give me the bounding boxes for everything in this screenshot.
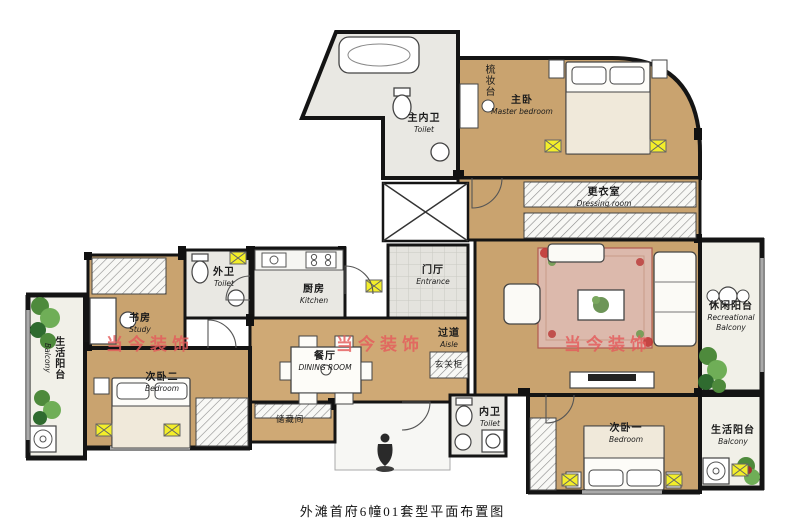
- balcony-items: [29, 286, 760, 485]
- sink-icon: [454, 433, 472, 451]
- outside-corridor-floor: [334, 401, 451, 471]
- stove-icon: [305, 251, 337, 269]
- label-study: 书房 Study: [129, 313, 151, 334]
- plant-icon: [33, 390, 61, 425]
- label-bedroom-one: 次卧一 Bedroom: [608, 423, 644, 444]
- label-bedroom-two: 次卧二 Bedroom: [144, 372, 180, 393]
- study-bookshelf: [91, 257, 167, 295]
- vanity-table: [459, 83, 479, 129]
- plant-icon: [30, 297, 60, 349]
- bench: [547, 243, 605, 263]
- balcony-chair: [706, 289, 720, 303]
- pillow: [571, 66, 607, 85]
- chair: [298, 392, 318, 405]
- room-floors: [26, 30, 764, 494]
- storage-shelf: [254, 403, 332, 419]
- ceiling-lamp-icon: [544, 139, 562, 153]
- chair: [334, 392, 354, 405]
- pillow: [588, 469, 624, 487]
- ceiling-lamp-icon: [649, 139, 667, 153]
- label-bottom-right-balcony: 生活阳台 Balcony: [711, 425, 755, 446]
- light-well: [381, 181, 470, 243]
- label-kitchen: 厨房 Kitchen: [299, 284, 329, 305]
- plant-icon: [698, 347, 727, 393]
- doors: [207, 177, 575, 431]
- ceiling-lamp-icon: [731, 463, 749, 477]
- outer-toilet-fixtures: [191, 253, 245, 307]
- armchair: [503, 283, 541, 325]
- entry-cabinet: [429, 351, 469, 379]
- ceiling-lamp-icon: [229, 251, 247, 265]
- toilet-bowl-icon: [191, 260, 209, 284]
- plan-title: 外滩首府6幢01套型平面布置图: [299, 504, 506, 519]
- label-dining-room: 餐厅 DINING ROOM: [298, 351, 352, 372]
- toilet-bowl-icon: [392, 94, 412, 120]
- chair: [298, 335, 318, 348]
- ceiling-lamp-icon: [95, 423, 113, 437]
- label-storage: 储藏间: [275, 415, 305, 425]
- dressing-wardrobe-bottom: [523, 212, 697, 239]
- nightstand: [93, 377, 110, 395]
- bedroom-one-furniture: [565, 425, 682, 491]
- ceiling-lamp-icon: [365, 279, 383, 293]
- label-vanity: 梳妆台: [483, 64, 494, 97]
- pillow: [154, 382, 188, 400]
- label-master-toilet: 主内卫 Toilet: [407, 113, 441, 134]
- nightstand: [651, 59, 668, 79]
- label-aisle: 过道 Aisle: [438, 328, 460, 349]
- chair: [279, 361, 292, 381]
- tv-icon: [588, 374, 636, 381]
- sofa: [653, 251, 697, 347]
- balcony-chair: [736, 289, 750, 303]
- master-bedroom-furniture: [459, 59, 668, 155]
- columns: [84, 128, 702, 410]
- sink-icon: [227, 289, 245, 307]
- inner-toilet-fixtures: [454, 397, 505, 453]
- kitchen-fixtures: [254, 249, 344, 271]
- ceiling-lamp-icon: [163, 423, 181, 437]
- label-dressing-room: 更衣室 Dressing room: [576, 187, 632, 208]
- dining-furniture: [279, 335, 373, 405]
- pillow: [626, 469, 662, 487]
- bathtub: [338, 36, 420, 74]
- chair: [119, 311, 137, 329]
- ceiling-lamp-icon: [561, 473, 579, 487]
- sink-icon: [430, 142, 450, 162]
- pillow: [116, 382, 150, 400]
- kitchen-sink-icon: [261, 252, 287, 268]
- desk: [89, 297, 117, 345]
- nightstand: [548, 59, 565, 79]
- bedroom-one-wardrobe: [529, 417, 557, 491]
- label-recreational-balcony: 休闲阳台 Recreational Balcony: [707, 301, 755, 332]
- entrance-floor: [386, 243, 470, 320]
- dressing-wardrobe-top: [523, 181, 697, 208]
- label-master-bedroom: 主卧 Master bedroom: [491, 95, 553, 116]
- master-bathroom-fixtures: [338, 36, 450, 162]
- label-left-balcony: 生活阳台 Balcony: [42, 336, 64, 380]
- label-entrance: 门厅 Entrance: [416, 265, 450, 286]
- chair: [360, 361, 373, 381]
- watermark-text: 当今装饰: [564, 335, 652, 355]
- watermark-text: 当今装饰: [106, 335, 194, 355]
- windows: [26, 258, 764, 494]
- wardrobes: [91, 181, 697, 491]
- label-outer-toilet: 外卫 Toilet: [213, 267, 235, 288]
- watermark-text: 当今装饰: [336, 335, 424, 355]
- label-entry-cabinet: 玄关柜: [434, 360, 464, 370]
- study-furniture: [89, 297, 137, 345]
- washing-machine-icon: [481, 429, 505, 453]
- bedroom-two-wardrobe: [195, 397, 249, 447]
- chair: [334, 335, 354, 348]
- label-inner-toilet: 内卫 Toilet: [479, 407, 501, 428]
- figure-statue-icon: [376, 433, 394, 472]
- ceiling-lamps: [95, 139, 749, 487]
- living-room-furniture: [503, 243, 697, 389]
- ceiling-lamp-icon: [665, 473, 683, 487]
- pillow: [609, 66, 645, 85]
- toilet-bowl-icon: [455, 405, 473, 427]
- vanity-stool: [481, 99, 495, 113]
- rug-flower: [643, 337, 653, 347]
